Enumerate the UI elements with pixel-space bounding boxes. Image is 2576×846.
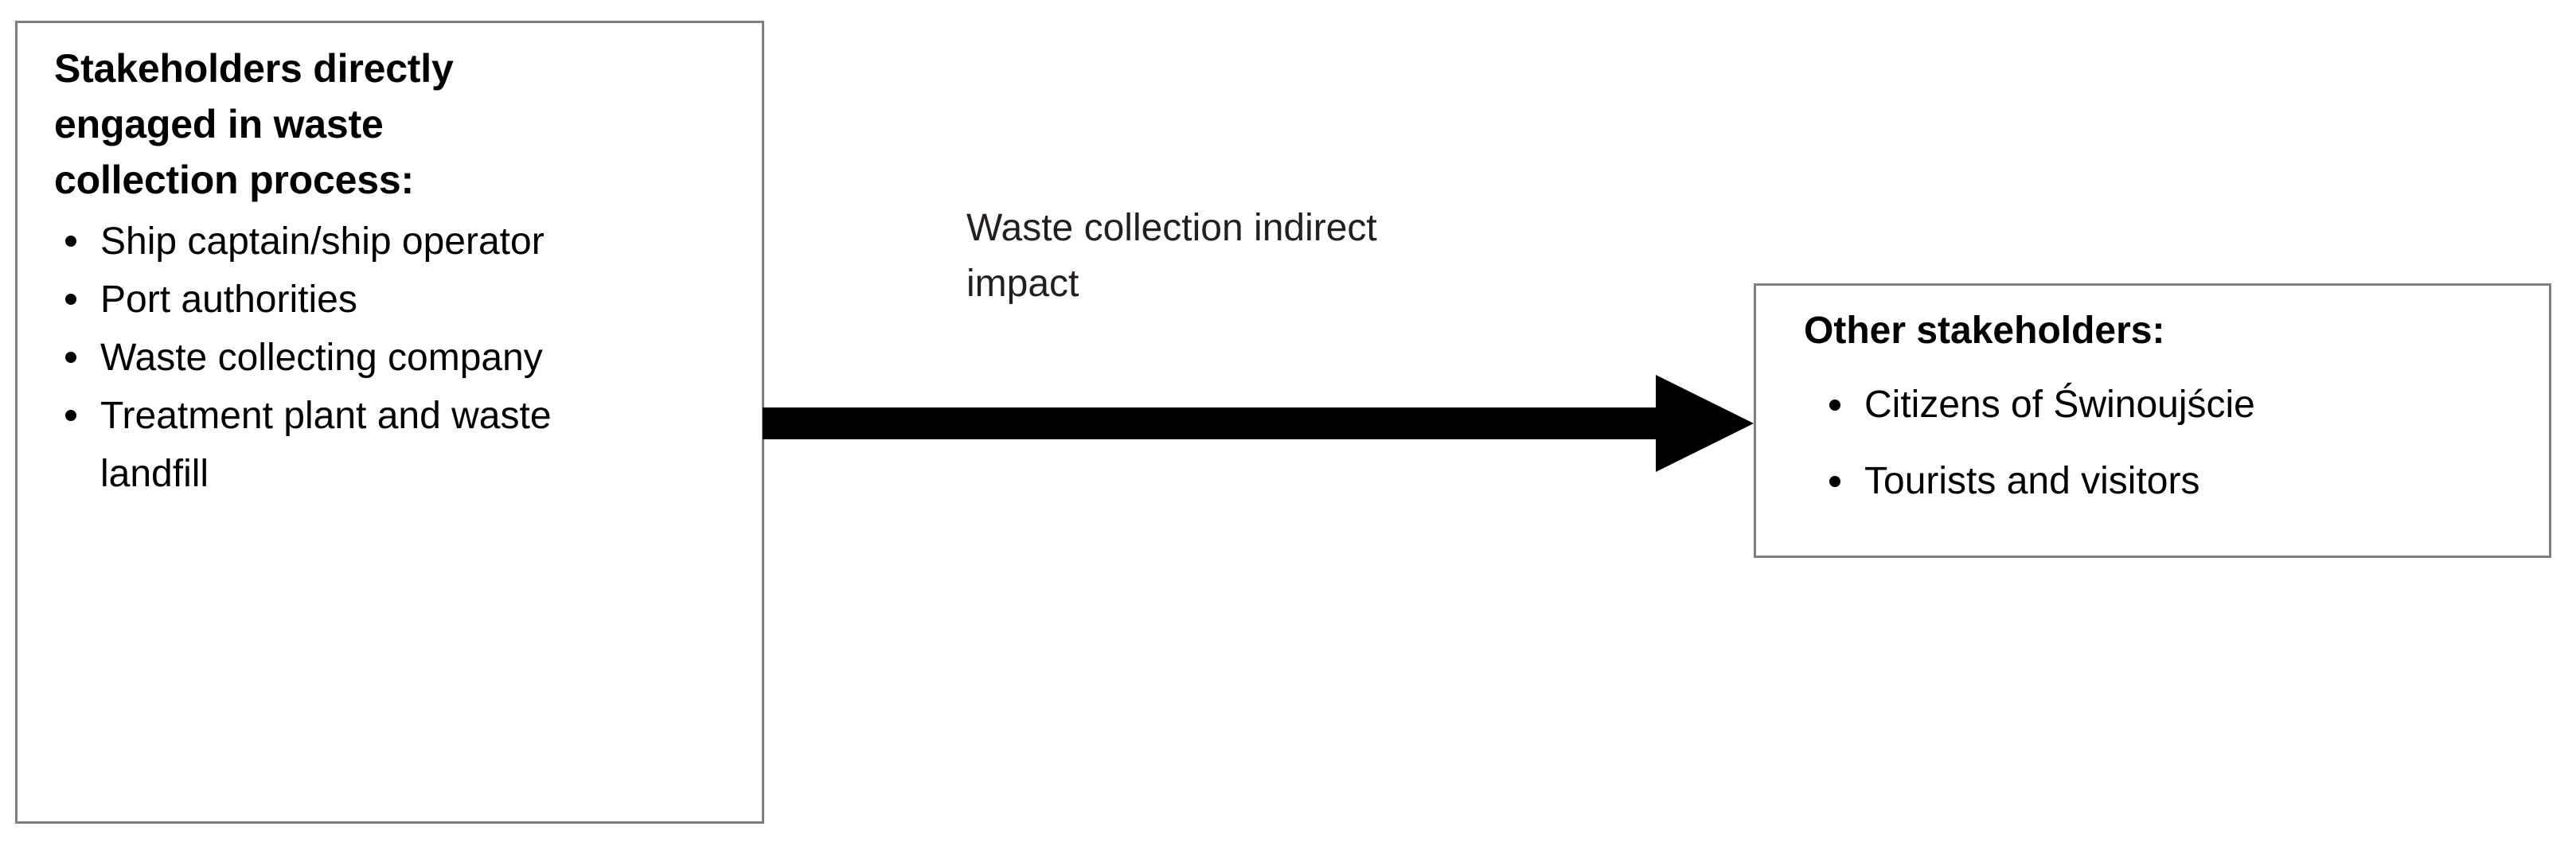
bullet-dot-icon bbox=[65, 352, 76, 363]
list-item: Ship captain/ship operator bbox=[54, 212, 580, 271]
list-item: Citizens of Świnoujście bbox=[1818, 367, 2503, 443]
list-item-label: Tourists and visitors bbox=[1864, 460, 2200, 502]
list-item: Treatment plant and waste landfill bbox=[54, 387, 580, 503]
list-item-label: Treatment plant and waste landfill bbox=[100, 395, 552, 495]
edge-label: Waste collection indirect impact bbox=[966, 207, 1377, 305]
list-item-label: Waste collecting company bbox=[100, 337, 543, 379]
right-box-title: Other stakeholders: bbox=[1804, 310, 2165, 352]
bullet-dot-icon bbox=[65, 236, 76, 247]
right-box-bullet-list: Citizens of Świnoujście Tourists and vis… bbox=[1818, 367, 2503, 520]
bullet-dot-icon bbox=[65, 294, 76, 305]
list-item: Port authorities bbox=[54, 271, 580, 329]
list-item-label: Port authorities bbox=[100, 279, 357, 321]
bullet-dot-icon bbox=[1829, 476, 1840, 487]
right-stakeholders-box: Other stakeholders: Citizens of Świnoujś… bbox=[1754, 283, 2551, 558]
bullet-dot-icon bbox=[65, 410, 76, 421]
left-stakeholders-box: Stakeholders directly engaged in waste c… bbox=[15, 21, 764, 824]
left-box-bullet-list: Ship captain/ship operator Port authorit… bbox=[54, 212, 580, 503]
list-item: Waste collecting company bbox=[54, 329, 580, 387]
list-item-label: Ship captain/ship operator bbox=[100, 220, 544, 263]
list-item: Tourists and visitors bbox=[1818, 443, 2503, 520]
flow-arrow-icon bbox=[763, 375, 1754, 472]
bullet-dot-icon bbox=[1829, 400, 1840, 411]
list-item-label: Citizens of Świnoujście bbox=[1864, 384, 2255, 426]
left-box-title: Stakeholders directly engaged in waste c… bbox=[54, 46, 454, 202]
